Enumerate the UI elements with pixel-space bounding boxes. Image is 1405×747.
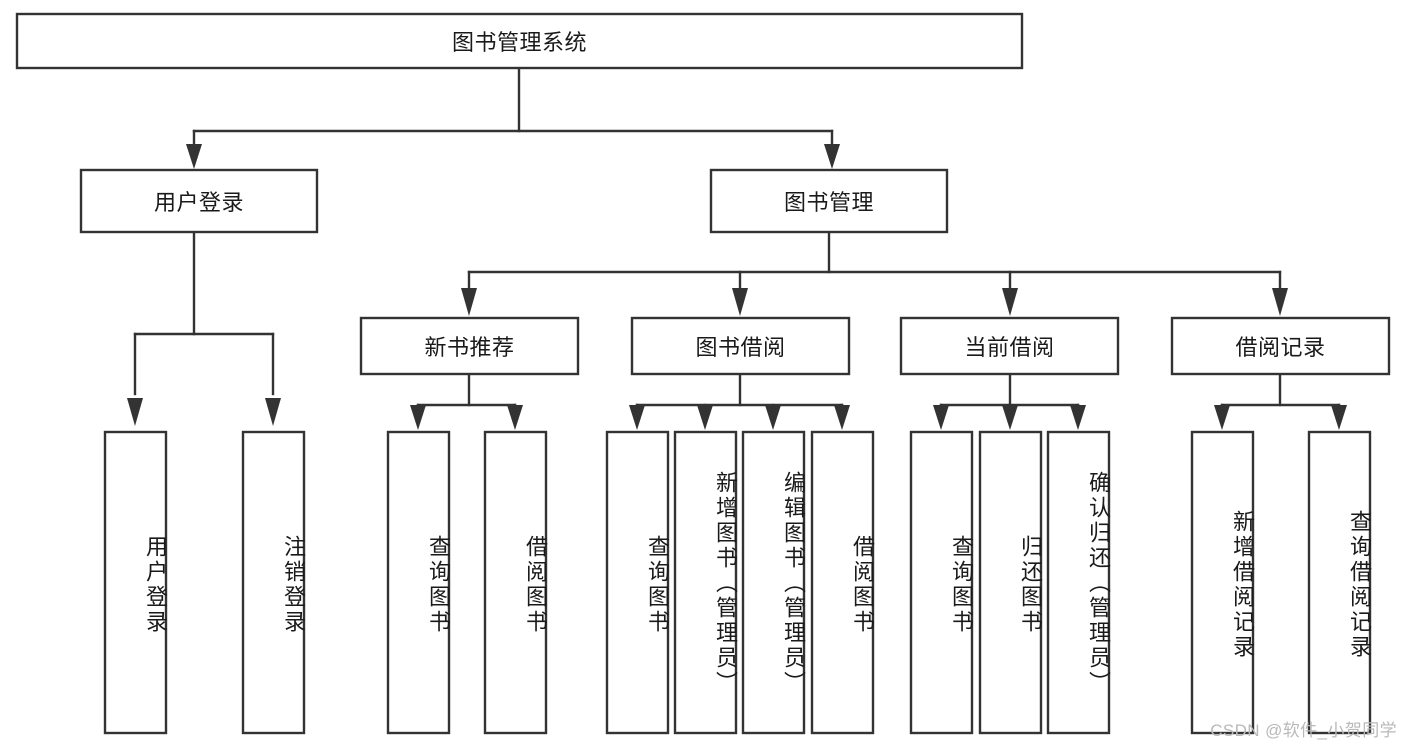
connector-bookmgmt-to-level3 (461, 230, 1288, 316)
connector-currentborrow-to-leaves (933, 372, 1086, 430)
leaf-book-borrow-1[interactable] (673, 430, 738, 735)
node-current-borrow[interactable] (899, 316, 1120, 376)
node-user-login[interactable] (79, 168, 319, 234)
leaf-borrow-record-0[interactable] (1190, 430, 1255, 735)
connector-newbook-to-leaves (410, 372, 523, 430)
connector-borrowrecord-to-leaves (1214, 372, 1347, 430)
leaf-new-book-0[interactable] (386, 430, 451, 735)
node-new-book-recommend[interactable] (359, 316, 580, 376)
node-book-management[interactable] (709, 168, 949, 234)
leaf-current-borrow-1[interactable] (978, 430, 1043, 735)
leaf-book-borrow-3[interactable] (810, 430, 875, 735)
connector-bookborrow-to-leaves (629, 372, 850, 430)
connector-root-to-level2 (186, 66, 840, 169)
leaf-book-borrow-2[interactable] (741, 430, 806, 735)
node-root[interactable] (15, 12, 1024, 70)
node-book-borrow[interactable] (630, 316, 851, 376)
leaf-user-login-0[interactable] (103, 430, 168, 735)
leaf-new-book-1[interactable] (483, 430, 548, 735)
csdn-watermark: CSDN @软件_小贺同学 (1210, 721, 1397, 740)
leaf-current-borrow-2[interactable] (1046, 430, 1111, 735)
leaf-user-login-1[interactable] (241, 430, 306, 735)
connector-userlogin-to-leaves (127, 230, 281, 426)
node-borrow-record[interactable] (1170, 316, 1391, 376)
leaf-book-borrow-0[interactable] (605, 430, 670, 735)
leaf-current-borrow-0[interactable] (909, 430, 974, 735)
leaf-borrow-record-1[interactable] (1307, 430, 1372, 735)
